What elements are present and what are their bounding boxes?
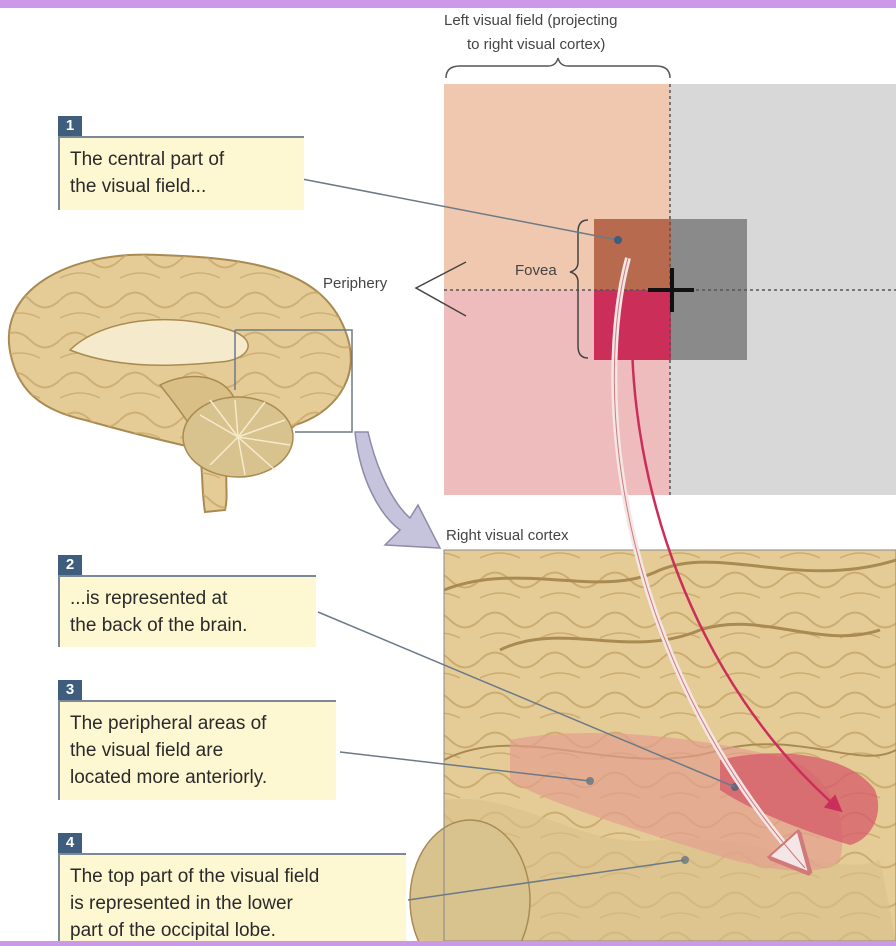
callout-4: 4 The top part of the visual field is re… <box>58 853 406 943</box>
callout-1-number: 1 <box>58 116 82 136</box>
callout-3-number: 3 <box>58 680 82 700</box>
callout-3-text: The peripheral areas of the visual field… <box>70 710 330 791</box>
callout-1: 1 The central part of the visual field..… <box>58 136 304 210</box>
callout-3: 3 The peripheral areas of the visual fie… <box>58 700 336 800</box>
callout-4-number: 4 <box>58 833 82 853</box>
left-field-label-line1: Left visual field (projecting <box>444 12 617 29</box>
callout-1-text: The central part of the visual field... <box>70 146 298 200</box>
right-cortex-label: Right visual cortex <box>446 527 569 544</box>
callout-2-number: 2 <box>58 555 82 575</box>
bottom-border <box>0 941 896 946</box>
callout-4-text: The top part of the visual field is repr… <box>70 863 400 944</box>
fovea-upper-left <box>594 219 671 290</box>
left-field-label-line2: to right visual cortex) <box>467 36 605 53</box>
left-field-brace <box>446 58 670 78</box>
zoom-arrow <box>355 432 440 548</box>
callout-2: 2 ...is represented at the back of the b… <box>58 575 316 647</box>
callout-2-text: ...is represented at the back of the bra… <box>70 585 310 639</box>
brain-sagittal <box>9 255 351 512</box>
fovea-label: Fovea <box>515 262 557 279</box>
periphery-label: Periphery <box>323 275 387 292</box>
